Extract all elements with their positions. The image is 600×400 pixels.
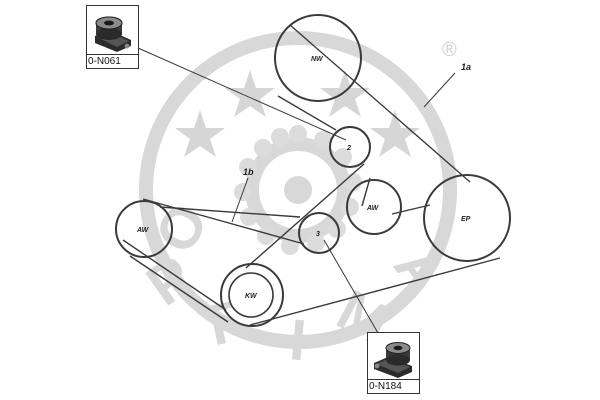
pulley-aw-upper: AW <box>346 179 402 235</box>
svg-text:T: T <box>194 289 242 360</box>
svg-text:KW: KW <box>245 293 258 300</box>
svg-text:2: 2 <box>346 145 351 152</box>
pulley-aw-left: AW <box>115 200 173 258</box>
watermark-outer-ring <box>139 31 457 349</box>
leader-line-n184 <box>323 239 379 334</box>
watermark-bearing-balls <box>234 125 362 255</box>
registered-mark: ® <box>442 39 457 61</box>
part-box-n184[interactable]: 0-N184 <box>367 332 420 394</box>
watermark-inner-ring <box>245 137 351 243</box>
svg-text:NW: NW <box>311 56 324 63</box>
pulley-idler-3: 3 <box>298 212 340 254</box>
optimal-watermark-logo: O P T I M A ® <box>135 31 459 373</box>
leader-line-n061 <box>137 47 347 141</box>
pulley-kw: KW <box>220 263 284 327</box>
svg-text:I: I <box>287 307 309 373</box>
svg-text:AW: AW <box>136 227 150 234</box>
label-belt-1a: 1a <box>423 62 471 108</box>
pulley-tensioner-2: 2 <box>329 126 371 168</box>
svg-text:1b: 1b <box>243 167 254 177</box>
svg-text:AW: AW <box>366 205 380 212</box>
idler-pulley-icon <box>374 342 412 378</box>
svg-text:3: 3 <box>316 231 320 238</box>
watermark-stars <box>175 70 420 157</box>
belt-1a <box>245 24 501 326</box>
belt-1b <box>122 198 305 323</box>
svg-text:1a: 1a <box>461 62 471 72</box>
part-code-n061: 0-N061 <box>87 54 138 68</box>
label-belt-1b: 1b <box>231 167 254 223</box>
watermark-center-dot <box>284 176 312 204</box>
svg-text:EP: EP <box>461 216 471 223</box>
pulley-ep: EP <box>423 174 511 262</box>
tensioner-pulley-icon <box>95 16 131 52</box>
part-box-n061[interactable]: 0-N061 <box>86 5 139 69</box>
pulley-nw: NW <box>274 14 362 102</box>
part-code-n184: 0-N184 <box>368 379 419 393</box>
